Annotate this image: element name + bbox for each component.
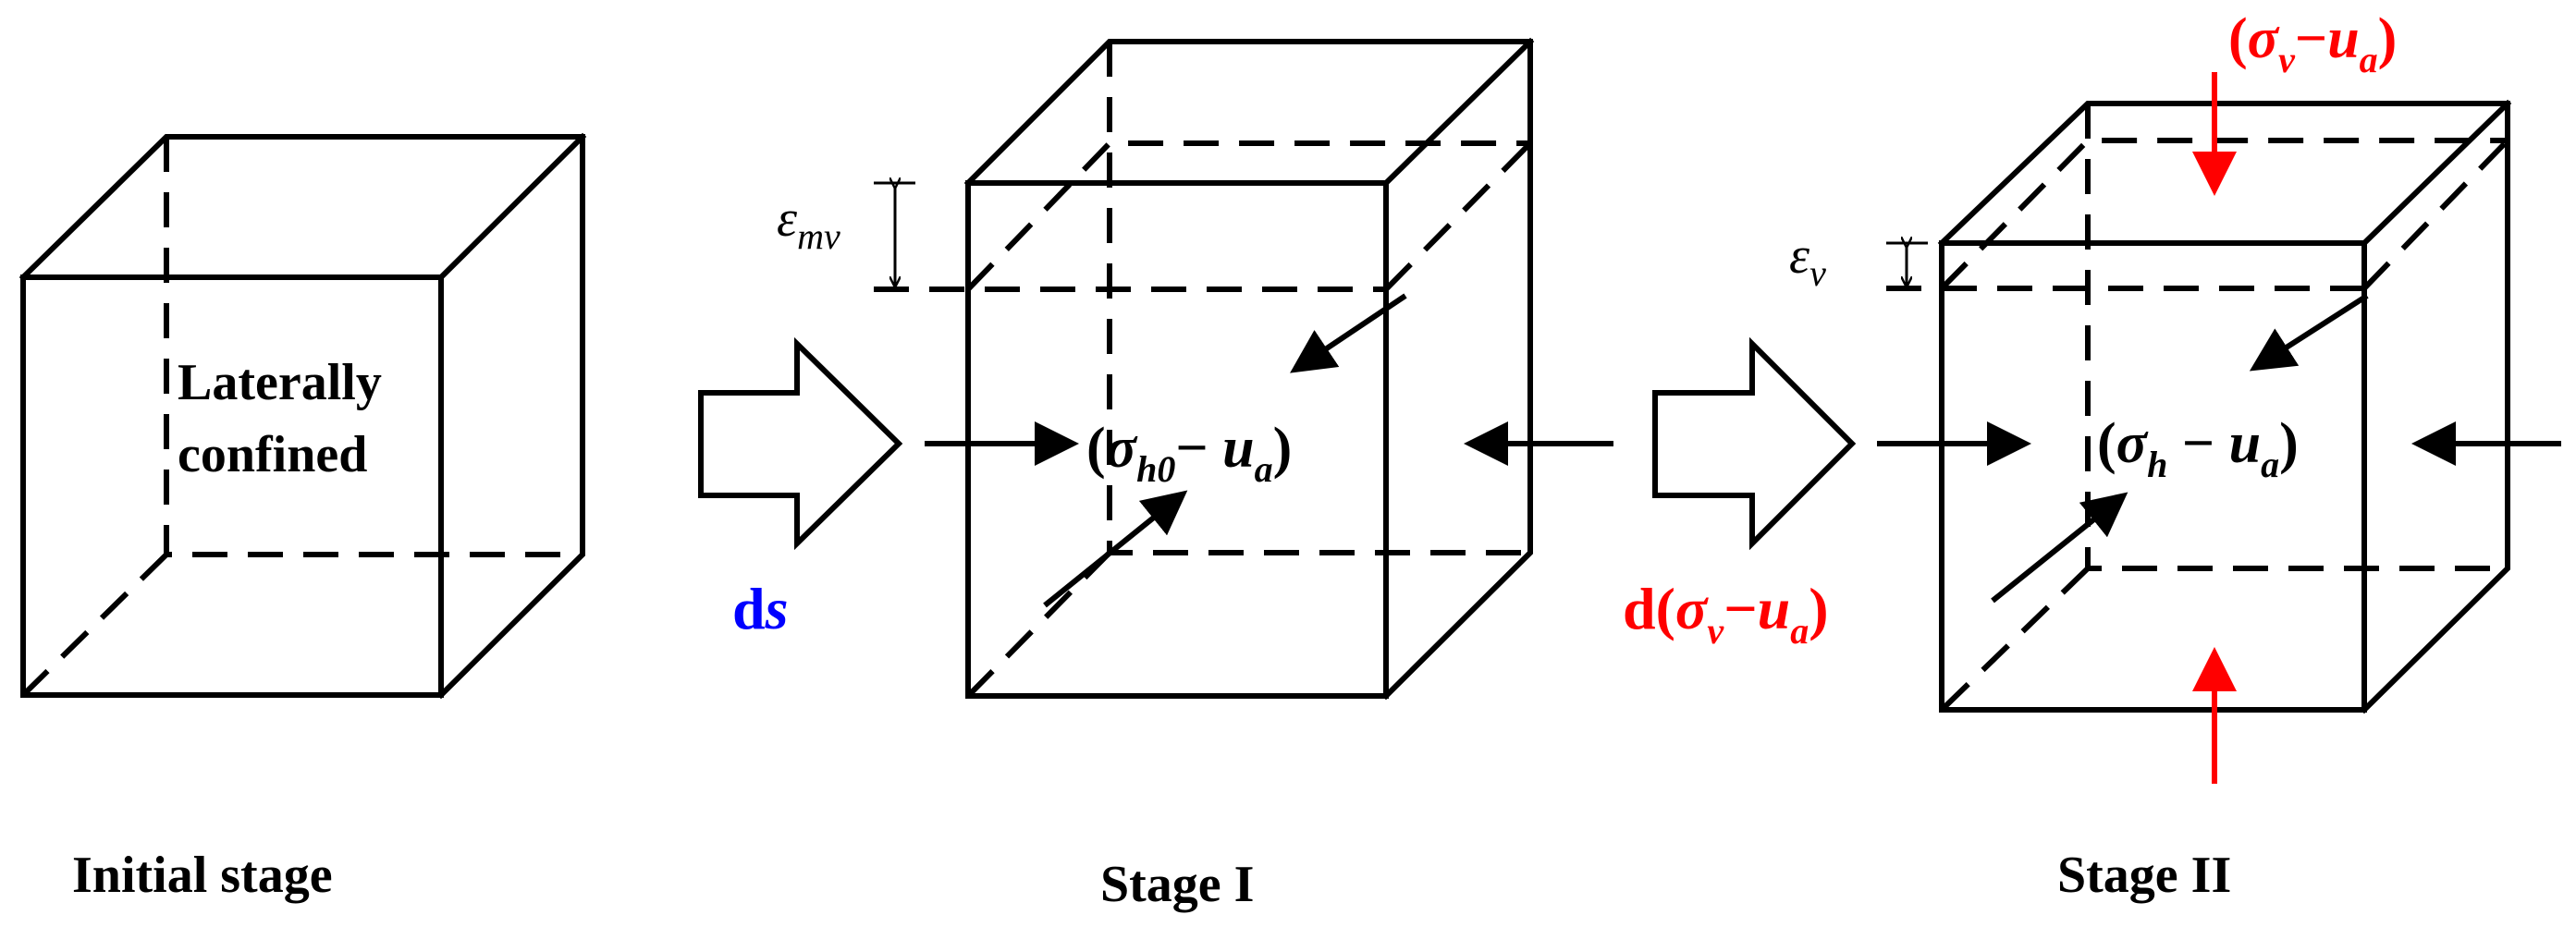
transition-arrow-1: ds [698,336,903,641]
stage1-compressed-top-back [965,140,1530,292]
stage2-cube-top-edge [2360,99,2512,248]
transition-arrow-2: d(σv−ua) [1623,336,1857,652]
stage2-cube-back-edges [1937,101,2510,714]
stage2-cube-hidden-diagonal [1939,566,2091,713]
stage-2-caption: Stage II [2057,847,2231,904]
stage-1-caption: Stage I [1100,856,1254,913]
stage1-cube-hidden-diagonal [965,550,1112,699]
stage2-strain-label: εv [1789,227,1826,294]
stage2-back-stress-arrow [2249,293,2369,372]
stage1-cube-top-edge [1381,37,1535,188]
block-arrow-2 [1652,336,1857,551]
laterally-label: Laterally [178,354,382,411]
ds-label: ds [732,576,789,641]
stage2-compressed-top-side [2361,138,2510,291]
stage2-compressed-top-back [1939,138,2508,291]
initial-cube-hidden-diagonal [20,552,169,698]
confined-label: confined [178,426,367,483]
stage1-cube-front-face [965,180,1389,699]
stage2-front-stress-arrow [1991,492,2128,604]
initial-cube-front-face [20,274,444,698]
stage1-back-stress-arrow [1290,293,1407,373]
stage1-cube: εmv (σh0− ua) [777,37,1613,701]
stage1-strain-label: εmv [777,190,840,257]
stage1-stress-label: (σh0− ua) [1086,417,1292,490]
stage2-vertical-stress-label: (σv−ua) [2228,7,2397,80]
stage1-front-stress-arrow [1043,490,1188,608]
stage1-compressed-top-side [1383,140,1533,292]
stage2-stress-label: (σh − ua) [2097,412,2299,485]
stage2-cube: εv (σh − ua) (σv−ua) [1789,7,2561,784]
initial-cube-top-edge [436,132,587,282]
stage2-cube-front-face [1939,240,2367,713]
initial-cube: Laterally confined [18,132,587,700]
initial-stage-caption: Initial stage [72,847,333,904]
stage2-cube-hidden-edges [2085,104,2508,571]
block-arrow-1 [698,336,903,551]
d-sigma-v-minus-ua-label: d(σv−ua) [1623,576,1829,652]
